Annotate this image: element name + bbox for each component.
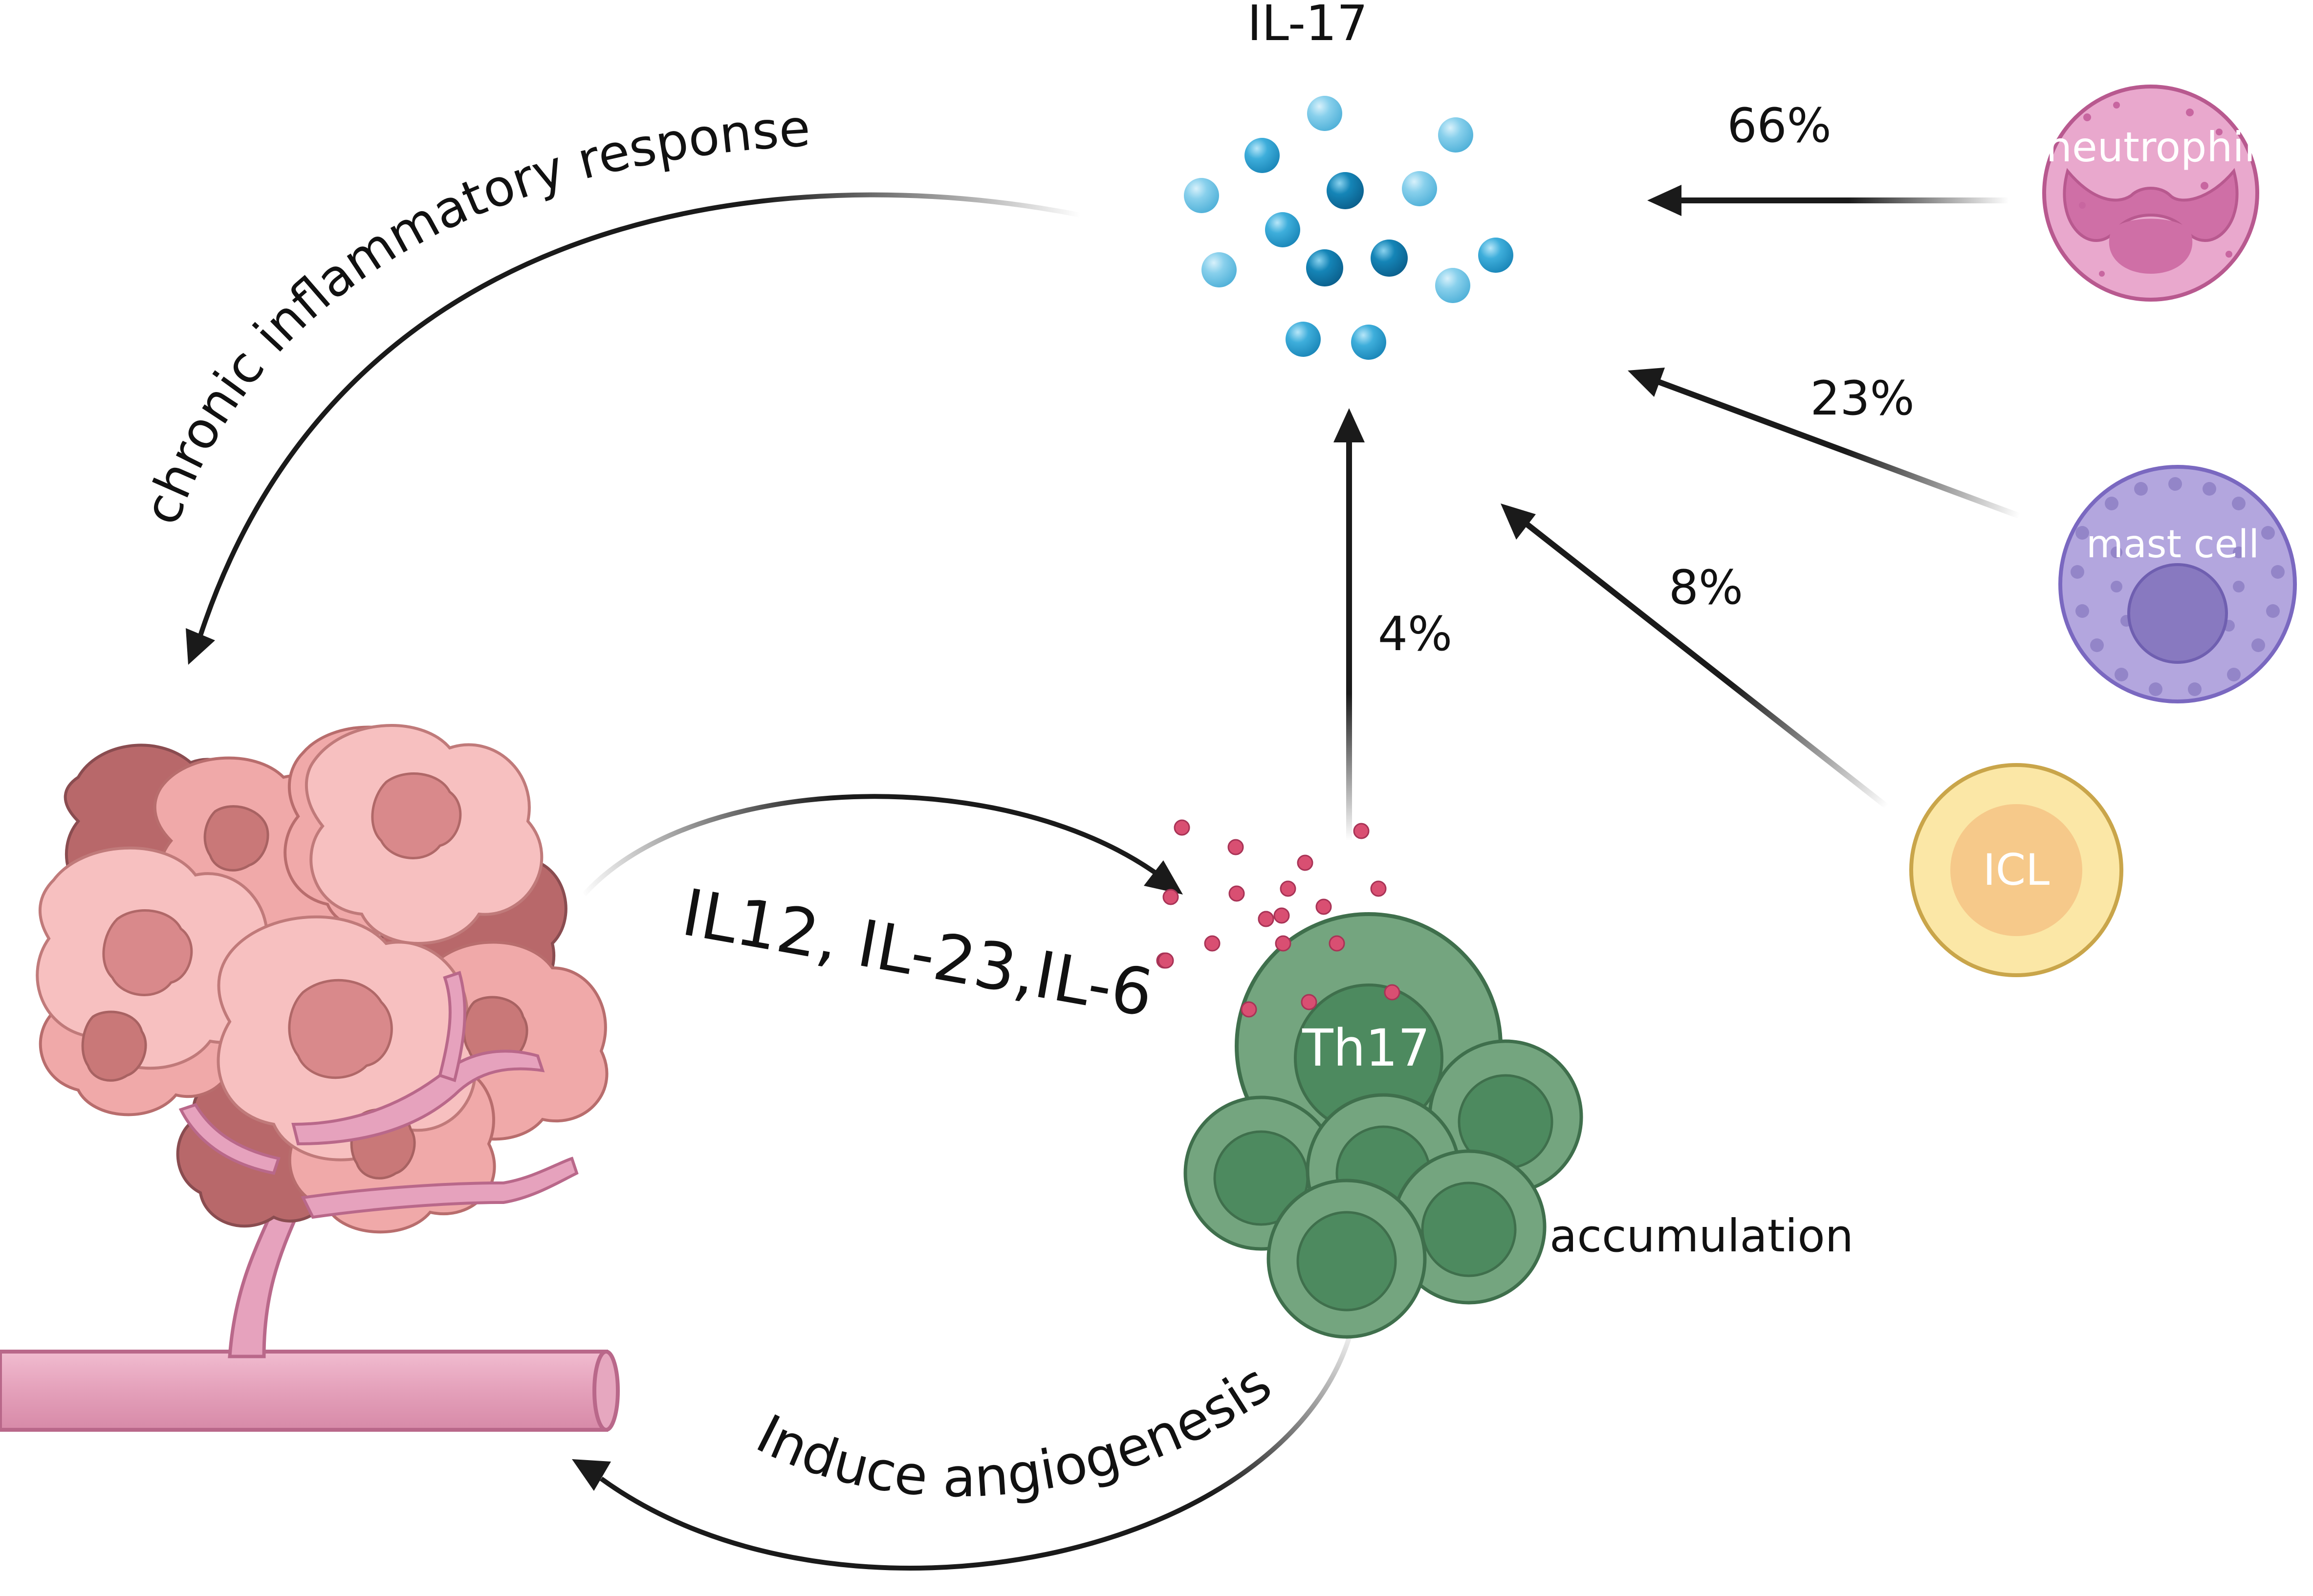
blood-vessel: [0, 1350, 620, 1432]
th17-cell-cluster: Th17: [1183, 912, 1583, 1339]
neutrophil-nucleus: [2063, 168, 2239, 242]
il17-particle: [1402, 171, 1437, 206]
chronic-inflammatory-label: chronic inflammatory response: [131, 98, 812, 532]
icl-label: ICL: [1983, 845, 2050, 895]
th17-accumulated-cells: [1183, 1039, 1583, 1339]
angiogenesis-label: Induce angiogenesis: [747, 1352, 1282, 1509]
il17-particle: [1435, 268, 1470, 303]
arrow-icl-to-il17: [1501, 503, 1889, 809]
arrow-mast-cell-to-il17: [1628, 368, 2020, 519]
icl-nucleus: [1950, 804, 2082, 936]
il17-particle: [1286, 322, 1321, 357]
arrow-tumor-to-th17: [582, 794, 1183, 896]
il17-particle: [1371, 240, 1408, 277]
tumor-mass: [36, 724, 609, 1358]
angiogenesis-text: Induce angiogenesis: [747, 1352, 1282, 1509]
icl-cell: ICL: [1909, 763, 2123, 977]
il17-particle: [1351, 325, 1386, 360]
arrow-neutrophil-to-il17: [1647, 185, 2009, 216]
chronic-inflammatory-text: chronic inflammatory response: [131, 98, 812, 532]
percent-mast-cell: 23%: [1810, 371, 1914, 426]
il17-particle: [1201, 252, 1237, 287]
mast-cell: mast cell: [2058, 465, 2297, 703]
il17-particle: [1265, 212, 1300, 247]
il17-particle-cluster: [1184, 96, 1513, 360]
cytokine-dots: [1156, 819, 1400, 1018]
percent-icl: 8%: [1669, 560, 1743, 615]
th17-label: Th17: [1302, 1018, 1430, 1078]
arrow-il17-to-tumor: [186, 192, 1081, 665]
percent-neutrophil: 66%: [1727, 98, 1831, 153]
arrow-th17-to-vessel: [572, 1319, 1356, 1571]
percent-th17: 4%: [1378, 607, 1452, 661]
accumulation-label: accumulation: [1549, 1210, 1854, 1262]
tumor-vessel-branches: [291, 1049, 545, 1146]
mast-cell-label: mast cell: [2086, 523, 2259, 567]
il17-particle: [1438, 117, 1473, 153]
il17-particle: [1244, 138, 1280, 173]
il17-particle: [1478, 238, 1513, 273]
vessel-opening: [592, 1350, 620, 1432]
il17-particle: [1327, 172, 1364, 209]
arrow-th17-to-il17: [1333, 408, 1365, 841]
cytokines-label: IL12, IL-23,IL-6: [676, 875, 1158, 1032]
il17-particle: [1307, 96, 1342, 131]
neutrophil-cell: neutrophil: [2042, 85, 2259, 302]
il17-title: IL-17: [1247, 0, 1368, 52]
il17-particle: [1184, 178, 1219, 213]
il17-particle: [1306, 249, 1343, 286]
neutrophil-label: neutrophil: [2046, 123, 2255, 171]
mast-cell-nucleus: [2127, 563, 2228, 664]
